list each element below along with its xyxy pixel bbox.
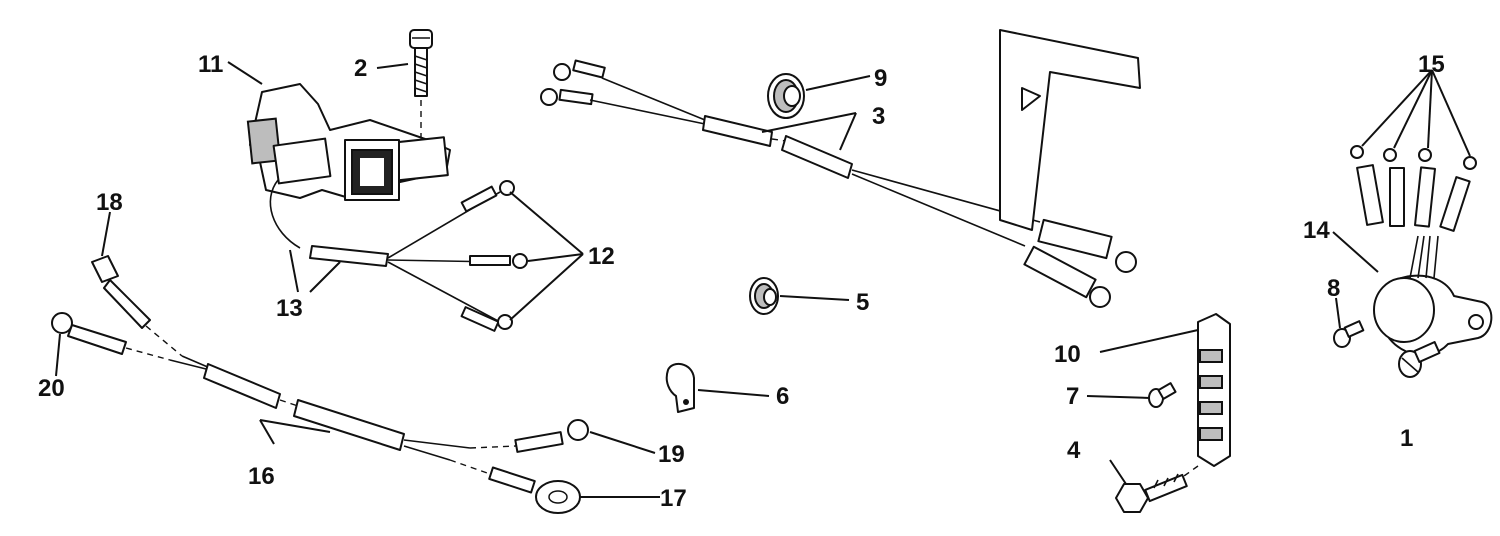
hex-bolt-4 xyxy=(1115,473,1188,513)
lower-harness xyxy=(51,255,589,514)
callout-19: 19 xyxy=(658,441,685,468)
callout-17: 17 xyxy=(660,485,687,512)
cable-clamp xyxy=(665,362,695,413)
callout-14: 14 xyxy=(1303,217,1330,244)
callout-6: 6 xyxy=(776,383,789,410)
callout-12: 12 xyxy=(588,243,615,270)
rectifier-leads xyxy=(1350,145,1477,232)
callout-labels: 1 2 3 4 5 6 7 8 9 10 11 12 13 14 15 16 1… xyxy=(38,51,1445,512)
callout-3: 3 xyxy=(872,103,885,130)
mounting-bracket xyxy=(999,29,1141,231)
screw-8 xyxy=(1333,320,1365,348)
callout-5: 5 xyxy=(856,289,869,316)
terminal-strip xyxy=(1169,313,1231,487)
callout-8: 8 xyxy=(1327,275,1340,302)
bracket-harness xyxy=(540,59,1137,308)
callout-15: 15 xyxy=(1418,51,1445,78)
grommet-9 xyxy=(767,73,805,119)
callout-9: 9 xyxy=(874,65,887,92)
callout-16: 16 xyxy=(248,463,275,490)
callout-7: 7 xyxy=(1066,383,1079,410)
screw-1 xyxy=(1398,341,1441,378)
callout-18: 18 xyxy=(96,189,123,216)
callout-11: 11 xyxy=(198,51,223,78)
callout-10: 10 xyxy=(1054,341,1081,368)
callout-20: 20 xyxy=(38,375,65,402)
grommet-5 xyxy=(749,277,779,315)
callout-1: 1 xyxy=(1400,425,1413,452)
screw-7 xyxy=(1148,382,1177,408)
screw-2 xyxy=(409,29,433,138)
callout-2: 2 xyxy=(354,55,367,82)
leader-lines xyxy=(55,61,1471,498)
rectifier-body xyxy=(1373,235,1493,356)
callout-13: 13 xyxy=(276,295,303,322)
callout-4: 4 xyxy=(1067,437,1081,464)
stator-coil-plate xyxy=(246,83,451,249)
coil-ring-terminals xyxy=(460,180,528,332)
